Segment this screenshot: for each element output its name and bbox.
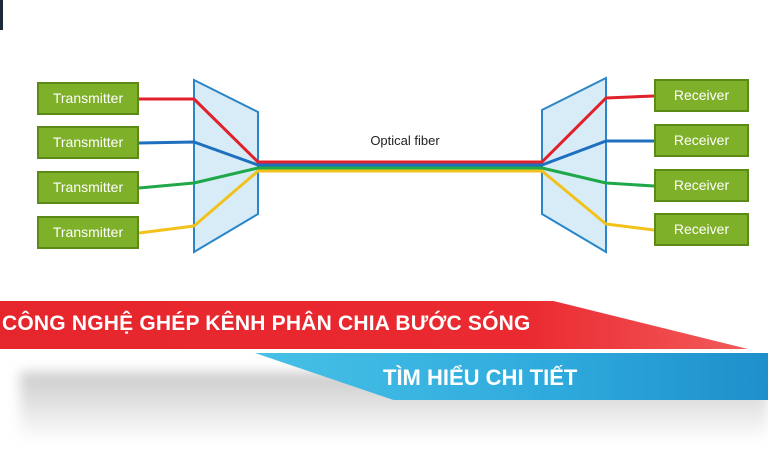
transmitter-box: Transmitter (37, 216, 139, 249)
receiver-box: Receiver (654, 124, 749, 157)
receiver-box: Receiver (654, 169, 749, 202)
corner-accent (0, 0, 3, 30)
learn-more-link[interactable]: TÌM HIỂU CHI TIẾT (383, 365, 578, 390)
channel-line (138, 166, 655, 190)
receiver-box: Receiver (654, 79, 749, 112)
receiver-box: Receiver (654, 213, 749, 246)
title-banner-text: CÔNG NGHỆ GHÉP KÊNH PHÂN CHIA BƯỚC SÓNG (2, 312, 531, 335)
channel-line (138, 139, 654, 167)
multiplexer (193, 78, 259, 254)
wdm-diagram (138, 76, 655, 254)
transmitter-box: Transmitter (37, 171, 139, 204)
transmitter-box: Transmitter (37, 82, 139, 115)
channel-line (138, 169, 655, 235)
optical-fiber-label: Optical fiber (370, 133, 440, 148)
channel-line (139, 94, 655, 164)
transmitter-box: Transmitter (37, 126, 139, 159)
demultiplexer (541, 76, 607, 254)
